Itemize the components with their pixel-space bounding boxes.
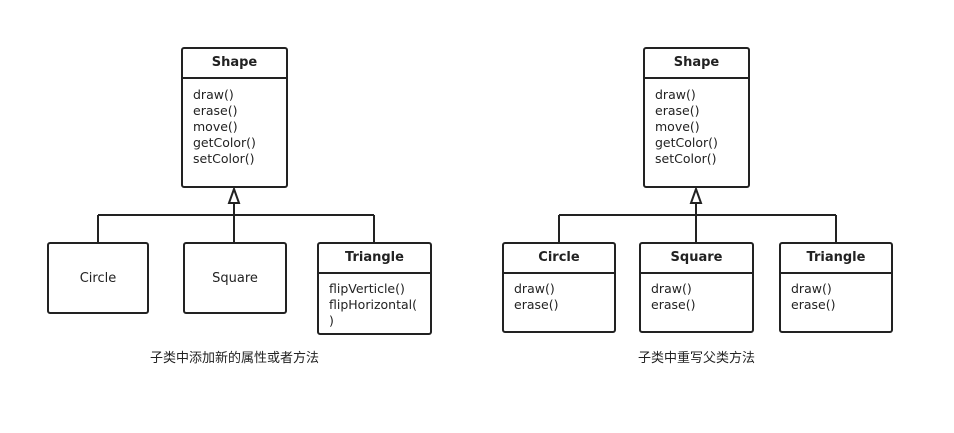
method: erase() xyxy=(651,297,696,312)
method-list: draw() erase() xyxy=(781,274,891,313)
method: ) xyxy=(329,313,334,328)
method: getColor() xyxy=(655,135,718,150)
method: move() xyxy=(193,119,238,134)
class-name: Circle xyxy=(504,244,614,274)
method-list: flipVerticle() flipHorizontal( ) xyxy=(319,274,430,329)
method: erase() xyxy=(193,103,238,118)
method: erase() xyxy=(791,297,836,312)
method: draw() xyxy=(514,281,555,296)
right-caption: 子类中重写父类方法 xyxy=(638,351,756,366)
right-square-class: Square draw() erase() xyxy=(639,242,754,333)
left-triangle-class: Triangle flipVerticle() flipHorizontal( … xyxy=(317,242,432,335)
class-name: Triangle xyxy=(319,244,430,274)
right-circle-class: Circle draw() erase() xyxy=(502,242,616,333)
method: draw() xyxy=(655,87,696,102)
method: draw() xyxy=(193,87,234,102)
class-name: Shape xyxy=(183,49,286,79)
method: erase() xyxy=(514,297,559,312)
right-inheritance-arrowhead xyxy=(689,186,703,204)
method: move() xyxy=(655,119,700,134)
left-circle-class: Circle xyxy=(47,242,149,314)
right-triangle-class: Triangle draw() erase() xyxy=(779,242,893,333)
method: getColor() xyxy=(193,135,256,150)
class-name: Square xyxy=(212,270,258,286)
class-name: Shape xyxy=(645,49,748,79)
class-name: Circle xyxy=(79,270,117,286)
method: flipVerticle() xyxy=(329,281,405,296)
left-square-class: Square xyxy=(183,242,287,314)
method-list: draw() erase() xyxy=(641,274,752,313)
class-name: Square xyxy=(641,244,752,274)
right-shape-class: Shape draw() erase() move() getColor() s… xyxy=(643,47,750,188)
method: erase() xyxy=(655,103,700,118)
left-inheritance-arrowhead xyxy=(227,186,241,204)
method-list: draw() erase() xyxy=(504,274,614,313)
method: setColor() xyxy=(193,151,255,166)
method: draw() xyxy=(791,281,832,296)
method: draw() xyxy=(651,281,692,296)
class-name: Triangle xyxy=(781,244,891,274)
left-shape-class: Shape draw() erase() move() getColor() s… xyxy=(181,47,288,188)
method: flipHorizontal( xyxy=(329,297,417,312)
method: setColor() xyxy=(655,151,717,166)
method-list: draw() erase() move() getColor() setColo… xyxy=(183,79,286,167)
left-caption: 子类中添加新的属性或者方法 xyxy=(150,351,320,366)
method-list: draw() erase() move() getColor() setColo… xyxy=(645,79,748,167)
